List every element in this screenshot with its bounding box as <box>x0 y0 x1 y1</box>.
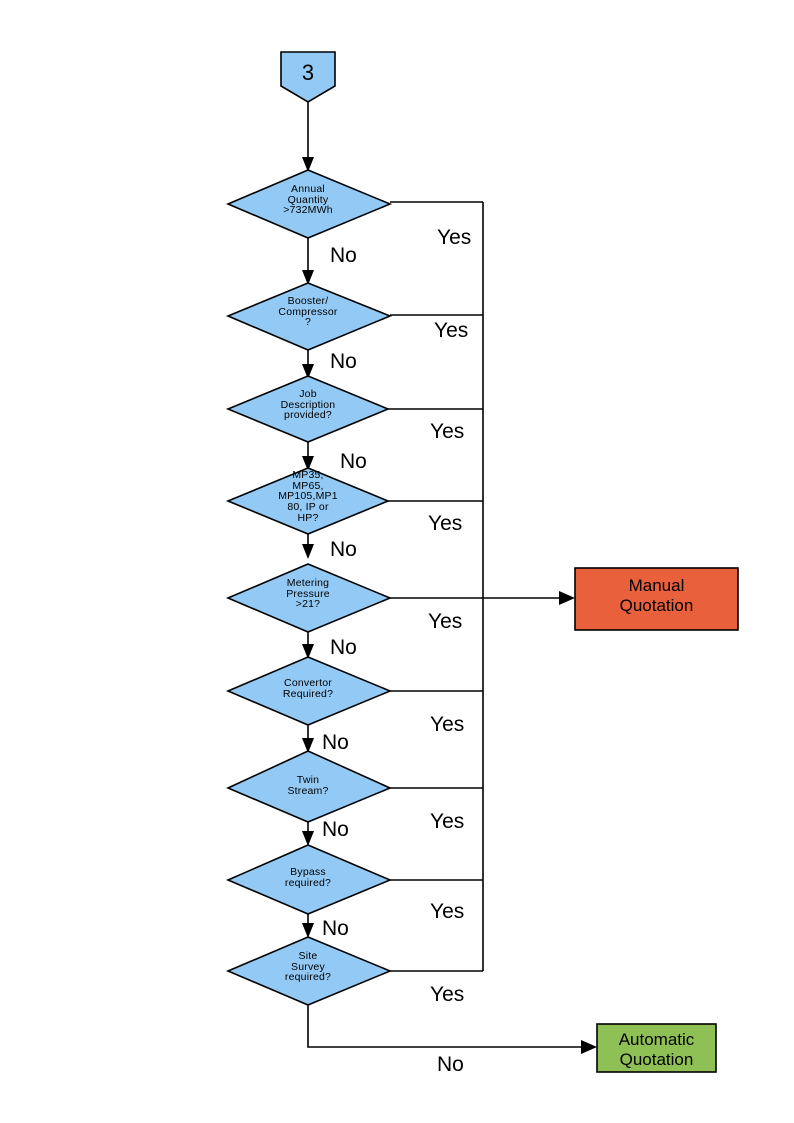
arrowhead-metering-pressure-no <box>302 644 314 659</box>
arrowhead-twin-stream-no <box>302 831 314 846</box>
arrowhead-job-description-no <box>302 456 314 471</box>
arrowhead-pressure-tier-no <box>302 544 314 559</box>
decision-bypass-required <box>225 844 393 915</box>
decision-annual-quantity <box>225 169 393 239</box>
arrowhead-start-to-annual-quantity <box>302 157 314 172</box>
arrowhead-automatic-quotation <box>581 1040 597 1054</box>
outcome-automatic-quotation <box>596 1023 717 1073</box>
outcome-manual-quotation <box>574 567 739 631</box>
decision-job-description <box>225 375 391 443</box>
decision-twin-stream <box>226 750 393 823</box>
arrowhead-annual-quantity-no <box>302 270 314 285</box>
arrowhead-booster-compressor-no <box>302 364 314 379</box>
arrowhead-convertor-required-no <box>302 738 314 753</box>
edge-site-survey-no <box>307 1005 588 1048</box>
decision-metering-pressure <box>225 563 393 633</box>
decision-booster-compressor <box>225 282 393 351</box>
decision-site-survey <box>225 936 393 1006</box>
arrowhead-bypass-required-no <box>302 923 314 938</box>
decision-pressure-tier <box>225 467 391 535</box>
decision-convertor-required <box>225 656 393 726</box>
start-connector-3 <box>280 51 336 103</box>
arrowhead-manual-quotation <box>559 591 575 605</box>
